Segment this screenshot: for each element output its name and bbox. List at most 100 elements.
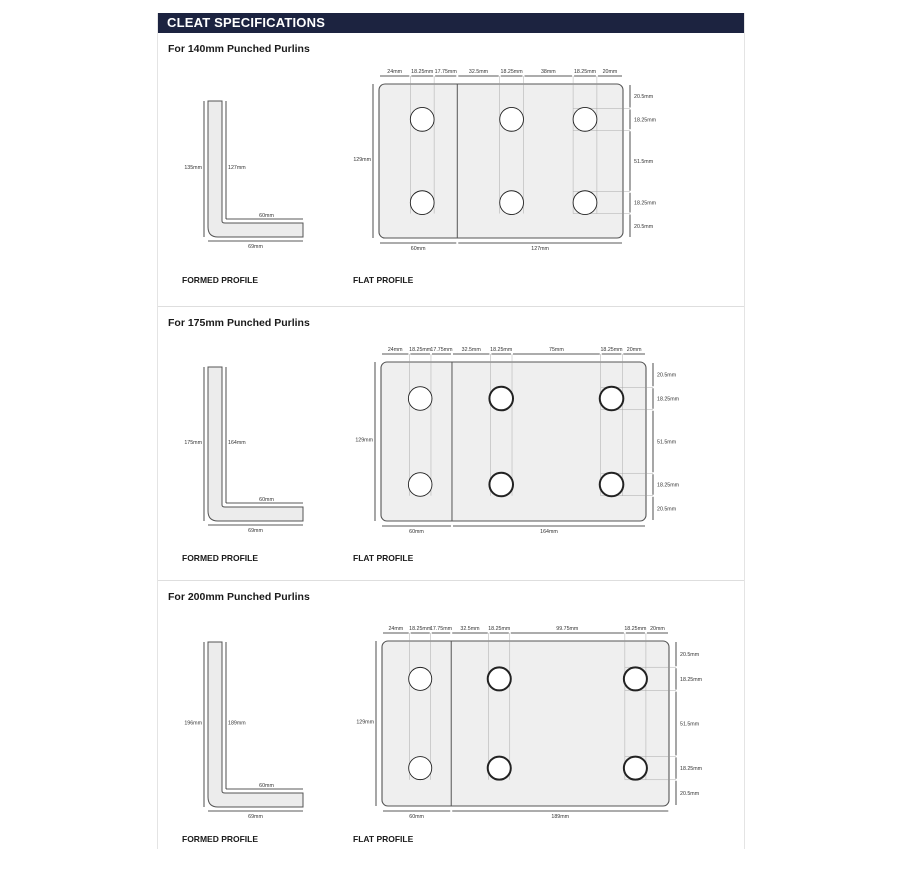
bottom-dim-label: 60mm [409,814,424,820]
bolt-hole [486,666,512,692]
top-dim-label: 32.5mm [460,626,480,632]
bottom-dim-label: 164mm [540,529,558,535]
top-dim-label: 17.75mm [430,626,453,632]
bolt-hole [488,385,515,412]
right-dim-label: 51.5mm [634,159,654,165]
top-dim-label: 18.25mm [411,69,434,75]
height-dim-label: 129mm [353,157,371,163]
right-dim-label: 18.25mm [634,117,657,123]
formed-profile-caption: FORMED PROFILE [182,553,259,563]
section-title: For 175mm Punched Purlins [168,317,310,329]
formed-profile-shape [207,641,304,808]
top-dim-label: 17.75mm [435,69,458,75]
outer-height-label: 135mm [184,165,202,171]
bolt-hole [622,755,648,781]
bolt-hole [409,107,435,132]
bolt-hole [407,386,433,411]
right-dim-label: 51.5mm [657,440,677,446]
right-dim-label: 18.25mm [657,397,680,403]
bolt-hole [486,755,512,781]
right-dim-label: 51.5mm [680,722,700,728]
formed-profile-caption: FORMED PROFILE [182,834,259,844]
top-dim-label: 18.25mm [488,626,511,632]
spec-section-140: For 140mm Punched Purlins 135mm 127mm 60mm… [158,33,744,307]
flat-plate [380,361,647,522]
cleat-spec-panel: CLEAT SPECIFICATIONS For 140mm Punched P… [157,13,745,849]
height-dim-label: 129mm [355,438,373,444]
right-dim-label: 18.25mm [680,677,703,683]
right-dim-label: 20.5mm [680,652,700,658]
bolt-hole [572,190,598,215]
top-dim-label: 20mm [603,69,618,75]
top-dim-label: 18.25mm [574,69,597,75]
bolt-hole [409,190,435,215]
top-dim-label: 24mm [388,626,403,632]
inner-height-label: 189mm [228,721,246,727]
bolt-hole [488,471,515,498]
inner-leg-label: 60mm [259,783,274,789]
top-dim-label: 20mm [627,347,642,353]
top-dim-label: 18.25mm [409,347,432,353]
spec-section-175: For 175mm Punched Purlins 175mm 164mm 60mm… [158,307,744,581]
formed-profile-caption: FORMED PROFILE [182,275,259,285]
inner-height-label: 127mm [228,165,246,171]
flat-plate [381,640,670,807]
bolt-hole [408,666,433,691]
top-dim-label: 32.5mm [469,69,489,75]
top-dim-label: 18.25mm [501,69,524,75]
section-title: For 140mm Punched Purlins [168,43,310,55]
bolt-hole [572,107,598,132]
bolt-hole [499,107,524,132]
bottom-dim-label: 127mm [531,246,549,252]
inner-height-label: 164mm [228,440,246,446]
flat-profile-caption: FLAT PROFILE [353,553,414,563]
inner-leg-label: 60mm [259,497,274,503]
outer-leg-label: 69mm [248,244,263,250]
inner-leg-label: 60mm [259,213,274,219]
right-dim-label: 20.5mm [657,506,677,512]
top-dim-label: 18.25mm [624,626,647,632]
top-dim-label: 18.25mm [600,347,623,353]
outer-height-label: 175mm [184,440,202,446]
top-dim-label: 99.75mm [556,626,579,632]
bottom-dim-label: 189mm [551,814,569,820]
panel-header: CLEAT SPECIFICATIONS [158,13,744,33]
top-dim-label: 18.25mm [409,626,432,632]
height-dim-label: 129mm [356,720,374,726]
flat-profile-caption: FLAT PROFILE [353,834,414,844]
top-dim-label: 18.25mm [490,347,513,353]
right-dim-label: 20.5mm [680,791,700,797]
bottom-dim-label: 60mm [409,529,424,535]
bolt-hole [598,471,625,498]
flat-profile-caption: FLAT PROFILE [353,275,414,285]
bolt-hole [622,666,648,692]
outer-leg-label: 69mm [248,528,263,534]
spec-section-200: For 200mm Punched Purlins 196mm 189mm 60mm… [158,581,744,854]
formed-profile-shape [207,366,304,522]
right-dim-label: 20.5mm [657,373,677,379]
bolt-hole [598,385,625,412]
right-dim-label: 18.25mm [657,482,680,488]
right-dim-label: 20.5mm [634,224,654,230]
top-dim-label: 24mm [387,69,402,75]
right-dim-label: 18.25mm [634,201,657,207]
top-dim-label: 17.75mm [430,347,453,353]
top-dim-label: 38mm [541,69,556,75]
outer-height-label: 196mm [184,721,202,727]
top-dim-label: 20mm [650,626,665,632]
top-dim-label: 32.5mm [462,347,482,353]
bolt-hole [408,756,433,781]
top-dim-label: 75mm [549,347,564,353]
top-dim-label: 24mm [388,347,403,353]
right-dim-label: 20.5mm [634,94,654,100]
outer-leg-label: 69mm [248,814,263,820]
flat-plate [378,83,624,239]
right-dim-label: 18.25mm [680,766,703,772]
section-title: For 200mm Punched Purlins [168,591,310,603]
bottom-dim-label: 60mm [411,246,426,252]
bolt-hole [499,190,524,215]
